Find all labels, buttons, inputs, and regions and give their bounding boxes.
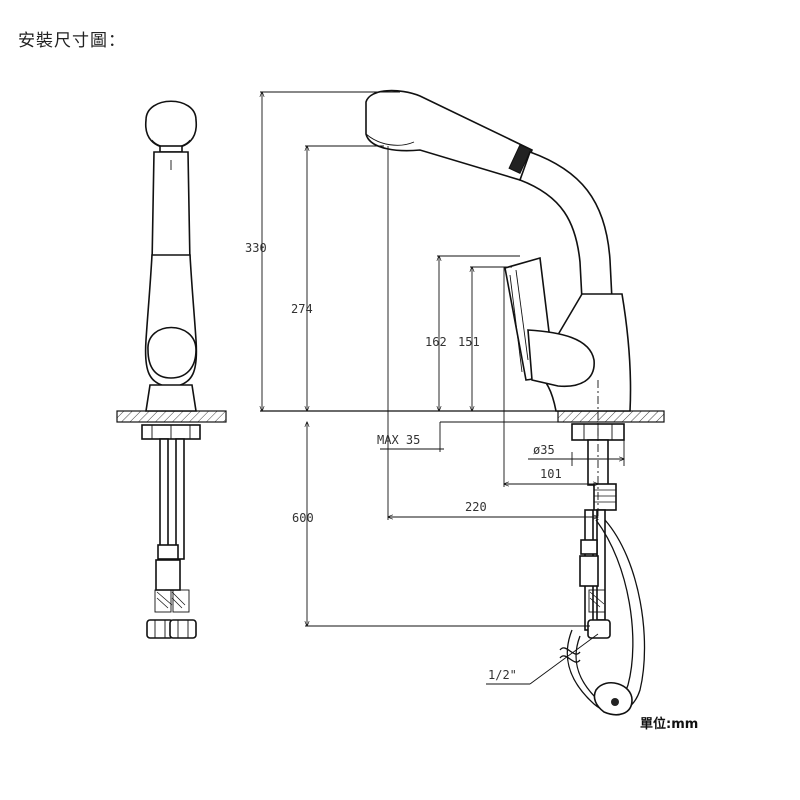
side-deck: [116, 410, 227, 423]
dim-total-height: 330: [245, 241, 267, 255]
dim-handle-offset: 101: [540, 467, 562, 481]
dim-spout-reach: 220: [465, 500, 487, 514]
page-title: 安裝尺寸圖：: [18, 31, 126, 51]
front-deck: [557, 410, 665, 423]
unit-label: 單位:mm: [640, 716, 698, 732]
dim-handle-height-1: 162: [425, 335, 447, 349]
dim-deck-thickness: MAX 35: [377, 433, 420, 447]
dimension-lines: [260, 92, 624, 685]
dim-hose-length: 600: [292, 511, 314, 525]
dim-handle-height-2: 151: [458, 335, 480, 349]
dim-hole-diameter: ø35: [533, 443, 555, 457]
side-view: [116, 100, 227, 639]
dim-thread-size: 1/2": [488, 668, 517, 682]
front-view: [260, 89, 665, 716]
dim-spout-height: 274: [291, 302, 313, 316]
